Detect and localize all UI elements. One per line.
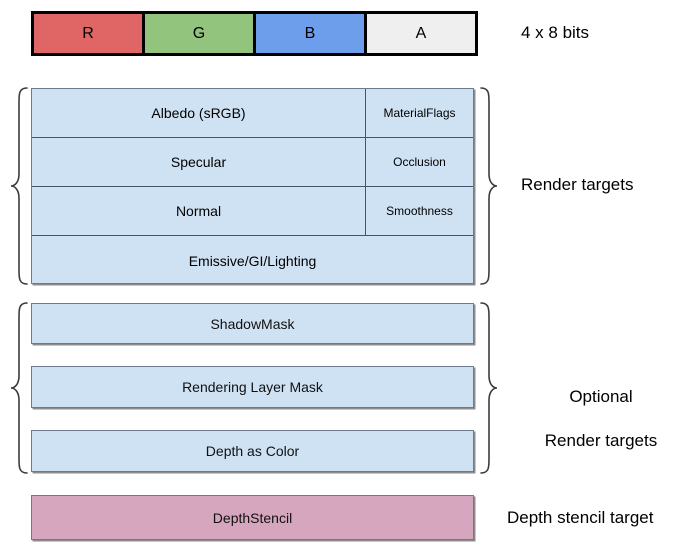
channel-cell-b: B	[256, 14, 367, 53]
channel-cell-g: G	[145, 14, 256, 53]
render-target-main-emissive: Emissive/GI/Lighting	[188, 252, 317, 269]
optional-render-targets-left-brace	[8, 301, 30, 475]
optional-render-targets-side-label-line1: Optional	[569, 387, 633, 406]
render-target-aux-smoothness: Smoothness	[386, 204, 453, 218]
optional-render-target-label-shadowmask: ShadowMask	[210, 315, 295, 332]
render-target-aux-occlusion: Occlusion	[393, 155, 446, 169]
render-target-main-specular: Specular	[32, 138, 366, 186]
optional-render-targets-right-brace	[478, 301, 500, 475]
optional-render-target-label-rendering-layer-mask: Rendering Layer Mask	[182, 379, 323, 395]
depth-stencil-side-label: Depth stencil target	[507, 508, 654, 527]
optional-render-target-label-depth-as-color: Depth as Color	[205, 443, 300, 459]
render-targets-side-label: Render targets	[521, 175, 634, 194]
channel-cell-r: R	[34, 14, 145, 53]
optional-render-target-rendering-layer-mask: Rendering Layer Mask	[31, 366, 474, 408]
optional-render-target-depth-as-color: Depth as Color	[31, 430, 474, 472]
render-target-aux-materialflags: MaterialFlags	[383, 106, 456, 120]
channel-label-b: B	[304, 24, 316, 42]
depth-stencil-box-label: DepthStencil	[212, 509, 293, 526]
channel-label-a: A	[415, 24, 427, 42]
channel-bar-side-label: 4 x 8 bits	[521, 23, 590, 42]
render-target-row-albedo: Albedo (sRGB) MaterialFlags	[32, 89, 473, 138]
depth-stencil-box: DepthStencil	[31, 495, 474, 540]
channel-bar: R G B A	[31, 11, 478, 56]
render-targets-right-brace	[478, 86, 500, 286]
render-target-row-normal: Normal Smoothness	[32, 187, 473, 236]
channel-cell-a: A	[367, 14, 475, 53]
render-targets-left-brace	[8, 86, 30, 286]
render-targets-table: Albedo (sRGB) MaterialFlags Specular Occ…	[31, 88, 474, 284]
render-target-main-normal: Normal	[32, 187, 366, 235]
render-target-row-specular: Specular Occlusion	[32, 138, 473, 187]
optional-render-targets-side-label-line2: Render targets	[544, 431, 658, 450]
channel-label-g: G	[192, 24, 206, 42]
optional-render-targets-side-label: Optional Render targets	[521, 364, 681, 474]
render-target-main-albedo: Albedo (sRGB)	[32, 89, 366, 137]
render-target-row-emissive: Emissive/GI/Lighting	[32, 236, 473, 285]
channel-label-r: R	[82, 24, 94, 42]
optional-render-target-shadowmask: ShadowMask	[31, 303, 474, 344]
